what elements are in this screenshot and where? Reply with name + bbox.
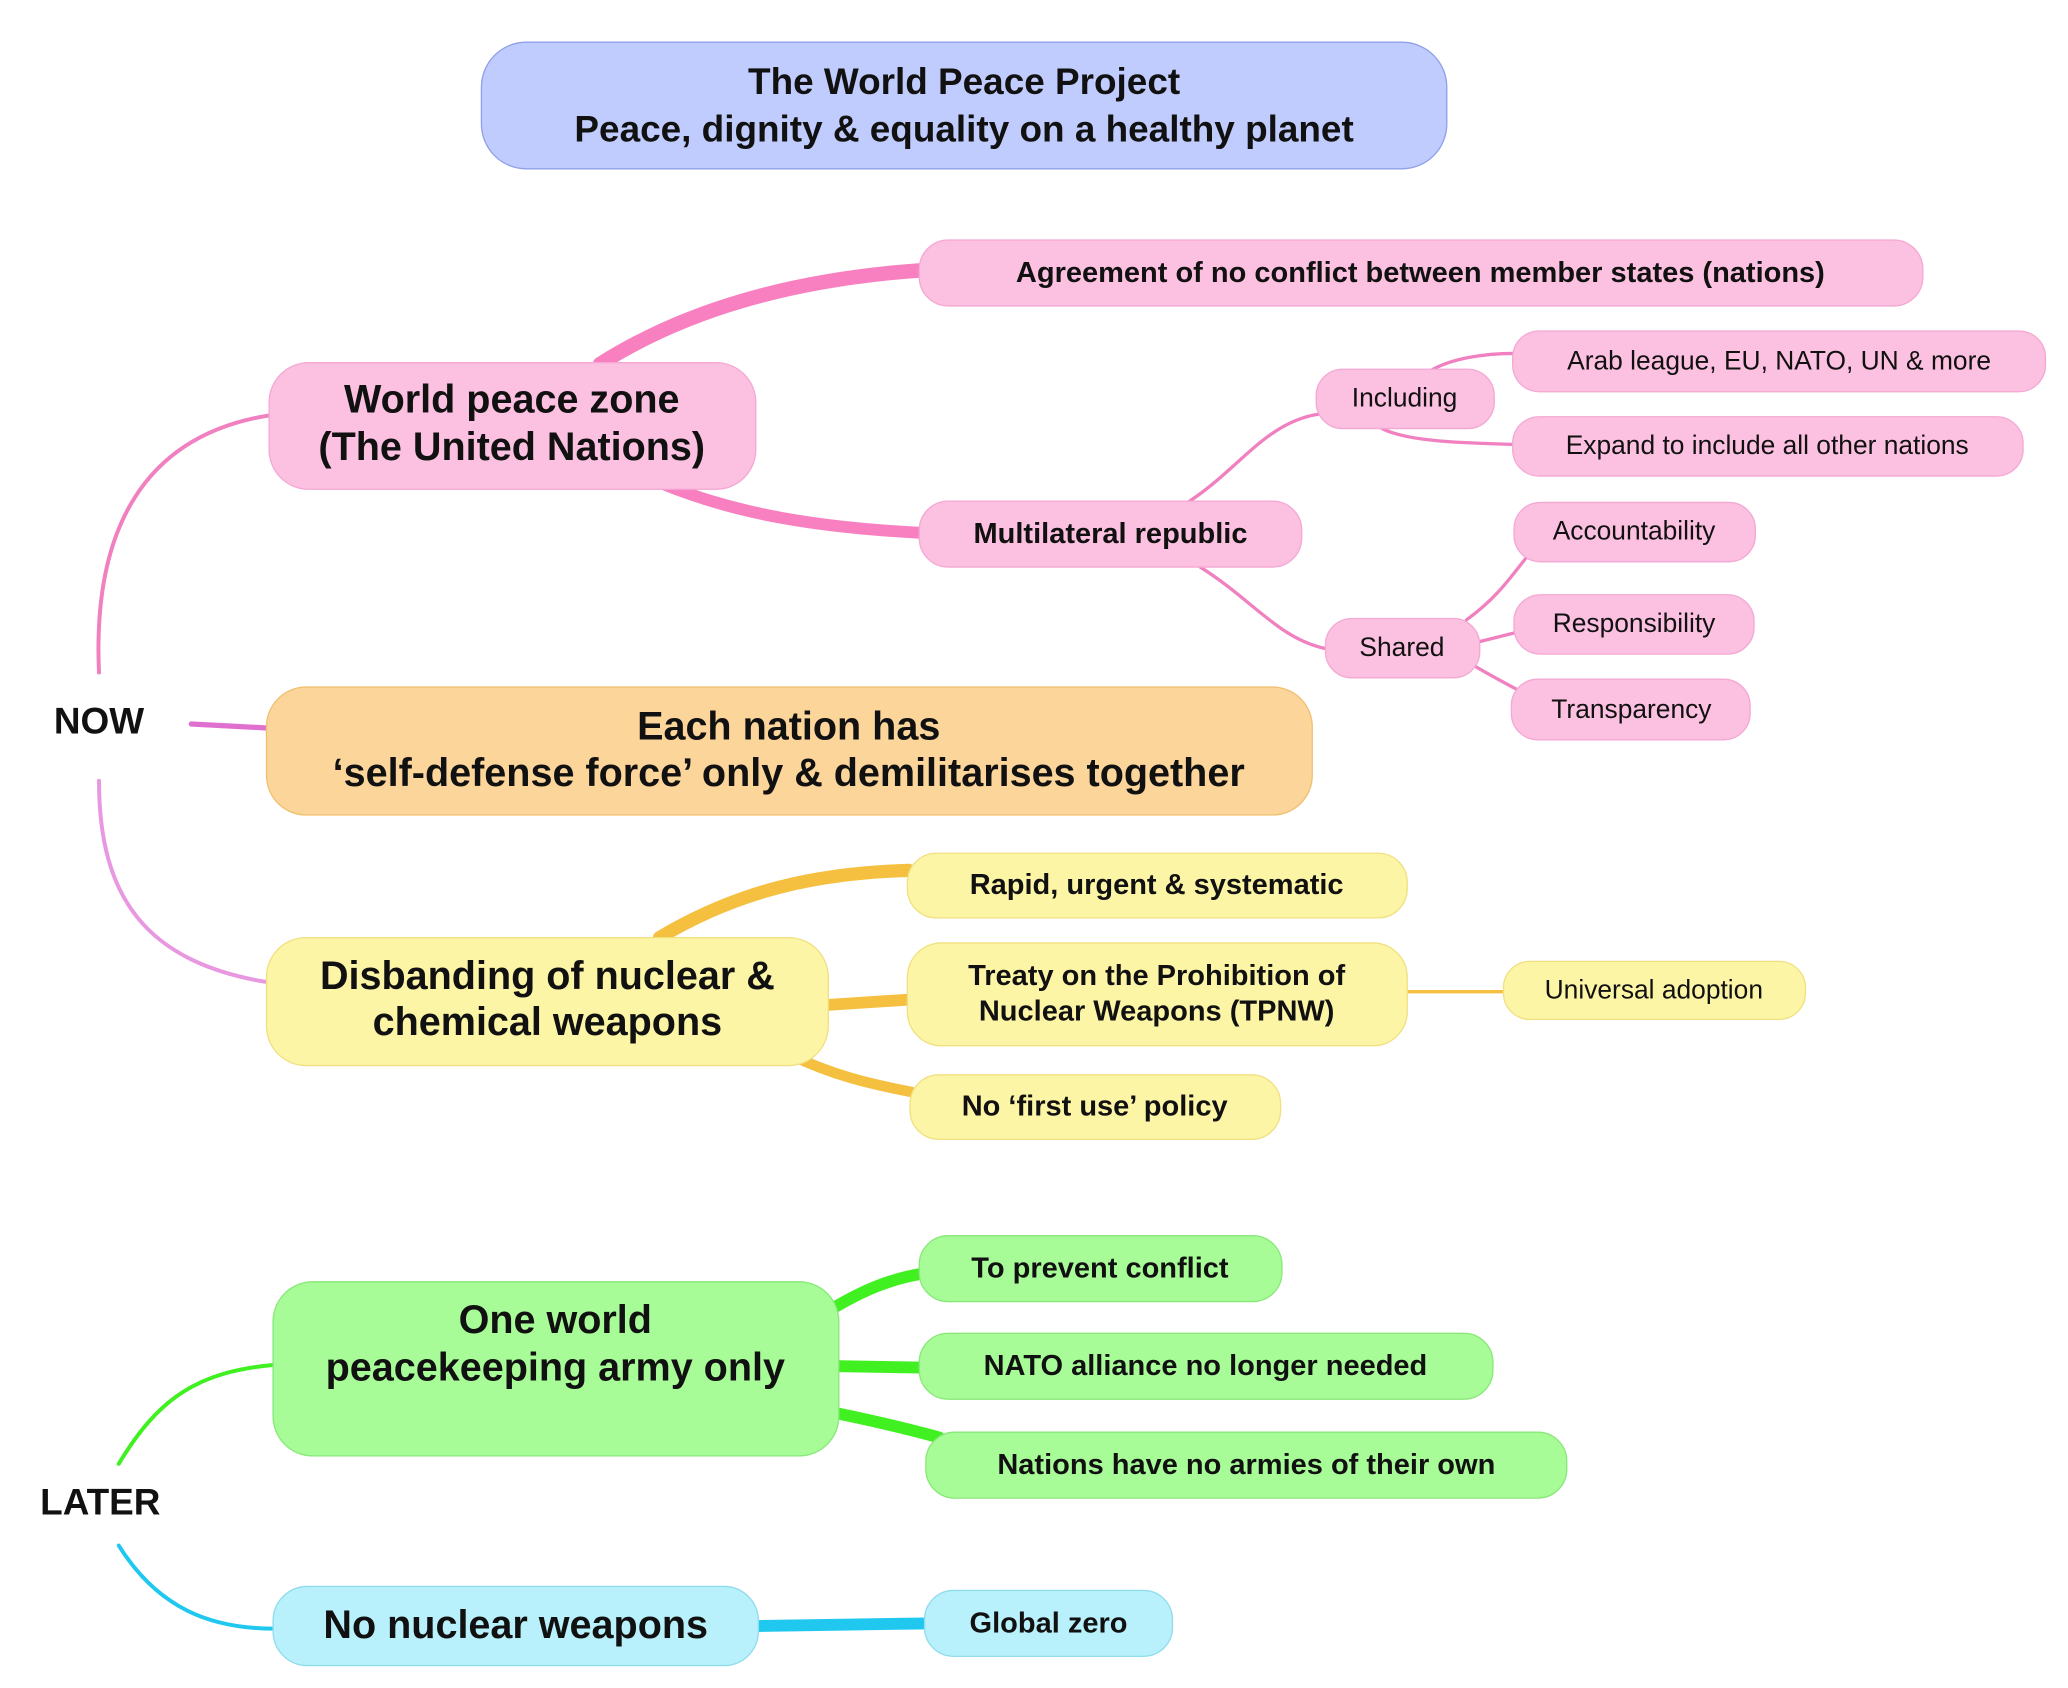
army-line2: peacekeeping army only [326, 1346, 785, 1390]
army-node[interactable]: One world peacekeeping army only [272, 1281, 840, 1457]
responsibility-node[interactable]: Responsibility [1513, 594, 1755, 655]
including-node[interactable]: Including [1315, 368, 1495, 430]
edge-army-nato [832, 1360, 927, 1374]
edge-including-arab [1429, 351, 1516, 373]
edge-army-armies [832, 1407, 945, 1444]
agreement-text: Agreement of no conflict between member … [1016, 257, 1825, 289]
first-use-node[interactable]: No ‘first use’ policy [909, 1074, 1282, 1141]
edge-multilateral-including [1187, 412, 1321, 503]
edge-now-peacezone [96, 413, 272, 675]
arab-league-node[interactable]: Arab league, EU, NATO, UN & more [1512, 330, 2047, 393]
including-text: Including [1352, 383, 1458, 413]
transparency-node[interactable]: Transparency [1510, 678, 1751, 741]
edges [96, 263, 1543, 1632]
edge-later-nuclear [116, 1543, 277, 1631]
accountability-text: Accountability [1553, 516, 1716, 546]
first-use-text: No ‘first use’ policy [962, 1090, 1228, 1122]
expand-node[interactable]: Expand to include all other nations [1512, 416, 2024, 477]
peace-zone-line1: World peace zone [344, 378, 680, 422]
edge-shared-responsibility [1475, 631, 1516, 644]
shared-node[interactable]: Shared [1324, 617, 1481, 679]
treaty-line2: Nuclear Weapons (TPNW) [979, 995, 1335, 1027]
expand-text: Expand to include all other nations [1566, 430, 1969, 460]
responsibility-text: Responsibility [1553, 608, 1716, 638]
later-label: LATER [40, 1481, 160, 1522]
title-node[interactable]: The World Peace Project Peace, dignity &… [480, 41, 1448, 170]
multilateral-node[interactable]: Multilateral republic [918, 500, 1303, 568]
disbanding-line2: chemical weapons [373, 1000, 722, 1044]
rapid-node[interactable]: Rapid, urgent & systematic [906, 852, 1408, 919]
self-defense-line2: ‘self-defense force’ only & demilitarise… [333, 751, 1245, 795]
peace-zone-line2: (The United Nations) [318, 425, 705, 469]
nuclear-node[interactable]: No nuclear weapons [272, 1585, 760, 1667]
agreement-node[interactable]: Agreement of no conflict between member … [918, 239, 1924, 307]
rapid-text: Rapid, urgent & systematic [970, 869, 1344, 901]
edge-now-selfdefense [188, 721, 270, 731]
peace-zone-node[interactable]: World peace zone (The United Nations) [268, 361, 757, 490]
treaty-node[interactable]: Treaty on the Prohibition of Nuclear Wea… [906, 942, 1408, 1047]
army-line1: One world [459, 1298, 652, 1342]
global-zero-text: Global zero [970, 1607, 1128, 1639]
edge-nuclear-globalzero [752, 1617, 932, 1632]
armies-node[interactable]: Nations have no armies of their own [925, 1431, 1568, 1499]
nuclear-text: No nuclear weapons [323, 1603, 708, 1647]
edge-peacezone-agreement [592, 263, 928, 372]
prevent-text: To prevent conflict [971, 1253, 1229, 1285]
nato-text: NATO alliance no longer needed [984, 1350, 1428, 1382]
shared-text: Shared [1359, 632, 1444, 662]
transparency-text: Transparency [1551, 694, 1712, 724]
disbanding-node[interactable]: Disbanding of nuclear & chemical weapons [265, 936, 829, 1067]
edge-later-army [116, 1362, 277, 1466]
global-zero-node[interactable]: Global zero [923, 1589, 1174, 1658]
disbanding-line1: Disbanding of nuclear & [320, 954, 775, 998]
multilateral-text: Multilateral republic [974, 518, 1248, 550]
prevent-node[interactable]: To prevent conflict [918, 1235, 1283, 1303]
armies-text: Nations have no armies of their own [997, 1449, 1495, 1481]
edge-including-expand [1380, 426, 1516, 447]
treaty-line1: Treaty on the Prohibition of [968, 960, 1345, 992]
nato-node[interactable]: NATO alliance no longer needed [918, 1332, 1494, 1400]
self-defense-node[interactable]: Each nation has ‘self-defense force’ onl… [265, 686, 1313, 816]
now-label: NOW [54, 701, 144, 742]
edge-disbanding-rapid [652, 863, 916, 945]
edge-disbanding-treaty [822, 993, 915, 1011]
edge-now-disbanding [97, 778, 272, 985]
universal-node[interactable]: Universal adoption [1502, 960, 1807, 1021]
edge-multilateral-shared [1198, 565, 1329, 651]
universal-text: Universal adoption [1545, 975, 1763, 1005]
title-line2: Peace, dignity & equality on a healthy p… [574, 109, 1353, 150]
self-defense-line1: Each nation has [637, 705, 940, 749]
edge-army-prevent [824, 1267, 927, 1316]
accountability-node[interactable]: Accountability [1513, 501, 1757, 563]
edge-peacezone-multilateral [660, 479, 927, 539]
arab-league-text: Arab league, EU, NATO, UN & more [1567, 346, 1991, 376]
title-line1: The World Peace Project [748, 61, 1180, 102]
